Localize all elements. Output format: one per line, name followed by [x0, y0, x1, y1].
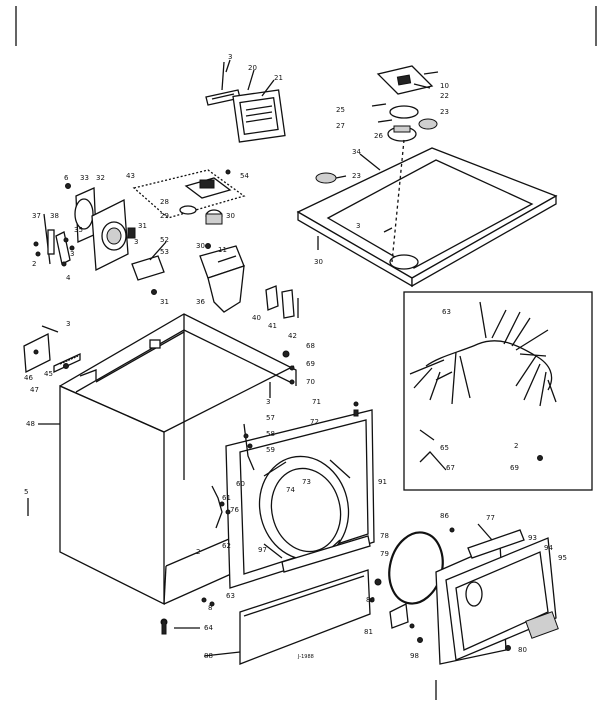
motor-blower-group — [33, 183, 136, 272]
part-label: 20 — [248, 64, 257, 72]
part-label: 29 — [160, 212, 169, 220]
toe-panel-group — [239, 535, 371, 665]
part-label: 68 — [306, 342, 315, 350]
part-label: 62 — [222, 542, 231, 550]
part-labels: 3 20 21 10 22 23 25 27 26 34 23 3 30 6 3… — [24, 53, 567, 660]
part-label: 4 — [66, 274, 71, 282]
part-label: 30 — [226, 212, 235, 220]
part-label: 2 — [32, 260, 36, 268]
part-label: 23 — [352, 172, 361, 180]
part-label: 71 — [312, 398, 321, 406]
part-label: 3 — [356, 222, 360, 230]
part-label: 76 — [230, 506, 239, 514]
part-label: 11 — [218, 246, 227, 254]
part-label: 48 — [26, 420, 35, 428]
part-label: 80 — [366, 596, 375, 604]
harness-inset — [403, 291, 593, 491]
part-label: 67 — [446, 464, 455, 472]
part-label: 45 — [44, 370, 53, 378]
part-label: 64 — [204, 624, 213, 632]
part-label: 97 — [258, 546, 267, 554]
part-label: 38 — [50, 212, 59, 220]
part-label: 95 — [558, 554, 567, 562]
part-label: 34 — [352, 148, 361, 156]
part-label: 28 — [160, 198, 169, 206]
part-label: 79 — [380, 550, 389, 558]
part-label: 37 — [32, 212, 41, 220]
part-label: 31 — [160, 298, 169, 306]
part-label: 2 — [196, 548, 200, 556]
part-label: 8 — [208, 604, 212, 612]
part-label: 27 — [336, 122, 345, 130]
part-label: 3 — [266, 398, 270, 406]
part-label: 3 — [134, 238, 138, 246]
part-label: 41 — [268, 322, 277, 330]
drawing-stamp: J-1988 — [297, 654, 314, 660]
part-label: 53 — [160, 248, 169, 256]
part-label: 3 — [66, 320, 70, 328]
part-label: 21 — [274, 74, 283, 82]
part-label: 52 — [160, 236, 169, 244]
part-label: 35 — [74, 226, 83, 234]
part-label: 58 — [266, 430, 275, 438]
part-label: 98 — [410, 652, 419, 660]
part-label: 93 — [528, 534, 537, 542]
cabinet-group — [23, 313, 297, 635]
front-panel-group — [211, 350, 375, 589]
part-label: 57 — [266, 414, 275, 422]
part-label: 65 — [440, 444, 449, 452]
part-label: 61 — [222, 494, 231, 502]
part-label: 33 — [80, 174, 89, 182]
part-label: 25 — [336, 106, 345, 114]
control-bracket-group — [131, 169, 299, 319]
part-label: 43 — [126, 172, 135, 180]
part-label: 6 — [64, 174, 69, 182]
part-label: 46 — [24, 374, 33, 382]
part-label: 74 — [286, 486, 295, 494]
blower-bracket-group — [205, 61, 286, 143]
part-label: 47 — [30, 386, 39, 394]
part-label: 40 — [252, 314, 261, 322]
part-label: 5 — [24, 488, 28, 496]
part-label: 80 — [518, 646, 527, 654]
part-label: 3 — [70, 250, 74, 258]
part-label: 77 — [486, 514, 495, 522]
part-label: 32 — [96, 174, 105, 182]
part-label: 69 — [306, 360, 315, 368]
part-label: 2 — [514, 442, 518, 450]
register-marks — [15, 6, 597, 700]
part-label: 60 — [236, 480, 245, 488]
part-label: 26 — [374, 132, 383, 140]
top-panel-group — [296, 65, 558, 288]
part-label: 22 — [440, 92, 449, 100]
part-label: 3 — [228, 53, 232, 61]
part-label: 86 — [440, 512, 449, 520]
leader-lines — [38, 59, 431, 657]
part-label: 54 — [240, 172, 249, 180]
part-label: 63 — [442, 308, 451, 316]
part-label: 42 — [288, 332, 297, 340]
part-label: 63 — [226, 592, 235, 600]
part-label: 36 — [196, 298, 205, 306]
part-label: 70 — [306, 378, 315, 386]
part-label: 23 — [440, 108, 449, 116]
door-group — [369, 523, 559, 665]
part-label: 72 — [310, 418, 319, 426]
part-label: 94 — [544, 544, 553, 552]
part-label: 73 — [302, 478, 311, 486]
part-label: 88 — [204, 652, 213, 660]
part-label: 91 — [378, 478, 387, 486]
part-label: 30 — [196, 242, 205, 250]
part-label: 78 — [380, 532, 389, 540]
part-label: 31 — [138, 222, 147, 230]
part-label: 59 — [266, 446, 275, 454]
part-label: 81 — [364, 628, 373, 636]
part-label: 10 — [440, 82, 449, 90]
part-label: 30 — [314, 258, 323, 266]
part-label: 69 — [510, 464, 519, 472]
